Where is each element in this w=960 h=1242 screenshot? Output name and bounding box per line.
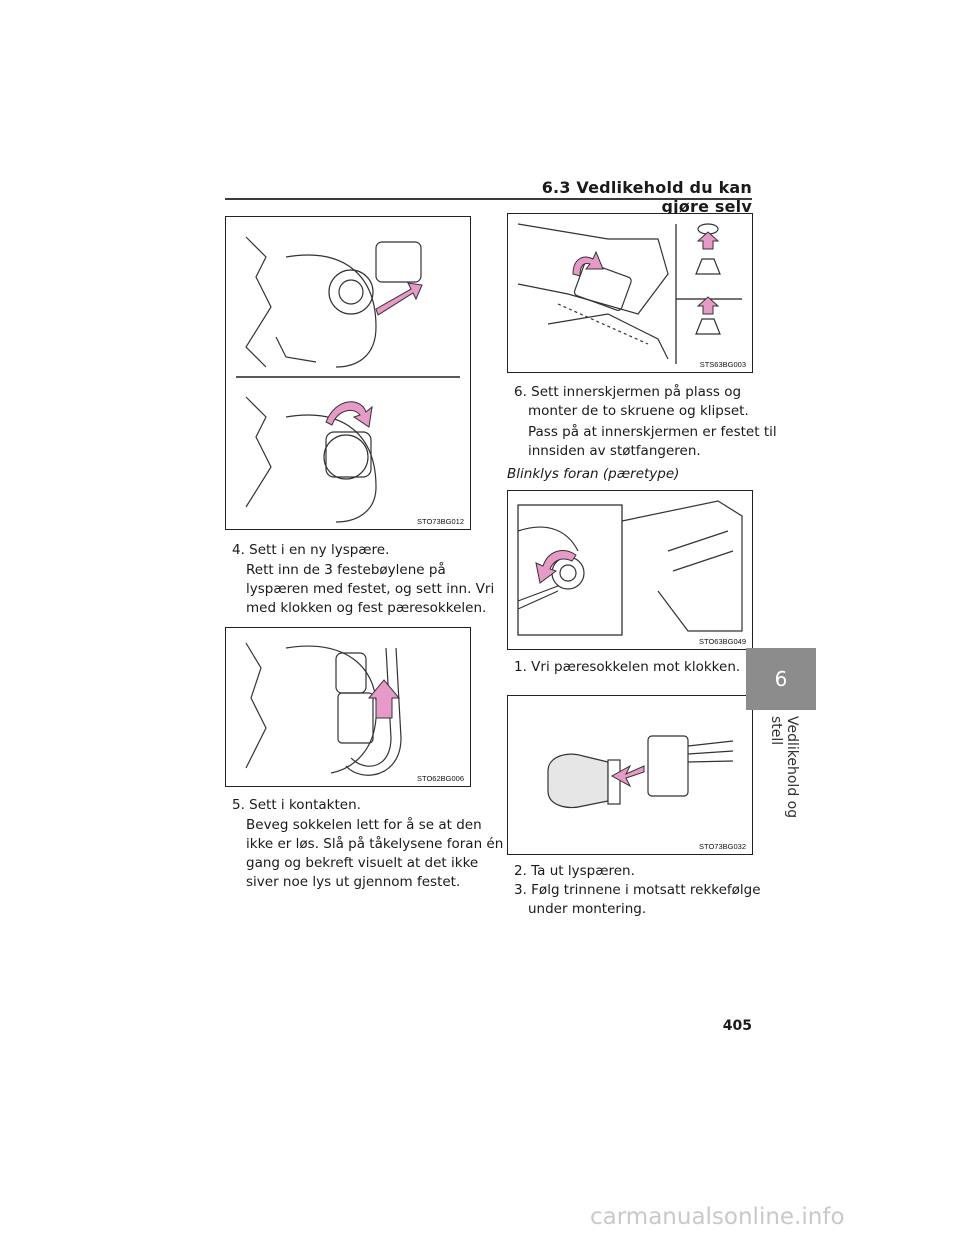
page-number: 405 — [722, 1018, 752, 1034]
arrow-left-icon — [610, 764, 645, 788]
step-6-label-line-1: 6. Sett innerskjermen på plass og — [514, 384, 742, 400]
figure-fog-bulb-install: STO73BG012 — [225, 216, 471, 530]
step-6-label-line-2: monter de to skruene og klipset. — [528, 403, 749, 419]
step-4-line-2: lyspæren med festet, og sett inn. Vri — [246, 581, 495, 597]
section-header: 6.3 Vedlikehold du kan gjøre selv — [541, 178, 752, 216]
figure-code: STO73BG032 — [699, 842, 746, 851]
header-rule — [225, 198, 752, 200]
step-3-label-line-2: under montering. — [528, 901, 647, 917]
arrow-up-icon — [367, 679, 401, 719]
figure-code: STO63BG049 — [699, 637, 746, 646]
figure-code: STO62BG006 — [417, 774, 464, 783]
chapter-title-vertical: Vedlikehold og stell — [768, 716, 800, 819]
step-2-label: 2. Ta ut lyspæren. — [514, 863, 635, 879]
step-4-line-1: Rett inn de 3 festebøylene på — [246, 562, 446, 578]
arrow-up-icon — [696, 296, 720, 315]
step-5-line-3: gang og bekreft visuelt at det ikke — [246, 855, 479, 871]
illustration-turn-signal — [517, 500, 743, 636]
arrow-push-icon — [375, 282, 423, 316]
figure-code: STS63BG003 — [699, 360, 746, 369]
figure-inner-fender: STS63BG003 — [507, 213, 753, 373]
step-4-label: 4. Sett i en ny lyspære. — [232, 542, 390, 558]
figure-connector: STO62BG006 — [225, 627, 471, 787]
figure-turn-signal: STO63BG049 — [507, 490, 753, 650]
illustration-bulb-install — [236, 236, 460, 523]
figure-code: STO73BG012 — [417, 517, 464, 526]
step-1-label: 1. Vri pæresokkelen mot klokken. — [514, 659, 741, 675]
illustration-inner-fender — [517, 223, 742, 364]
arrow-up-icon — [696, 231, 720, 250]
step-6-line-1: Pass på at innerskjermen er festet til — [528, 424, 777, 440]
step-5-line-1: Beveg sokkelen lett for å se at den — [246, 817, 482, 833]
step-6-line-2: innsiden av støtfangeren. — [528, 443, 701, 459]
arrow-rotate-icon — [535, 550, 577, 584]
arrow-rotate-icon — [325, 401, 373, 428]
chapter-tab[interactable]: 6 — [746, 648, 816, 710]
arrow-curve-icon — [572, 250, 604, 277]
illustration-connector — [245, 642, 402, 776]
step-3-label-line-1: 3. Følg trinnene i motsatt rekkefølge — [514, 882, 761, 898]
step-5-label: 5. Sett i kontakten. — [232, 797, 361, 813]
step-5-line-2: ikke er løs. Slå på tåkelysene foran én — [246, 836, 504, 852]
watermark: carmanualsonline.info — [590, 1204, 845, 1230]
figure-bulb-removal: STO73BG032 — [507, 695, 753, 855]
illustration-bulb-removal — [547, 735, 734, 809]
step-4-line-3: med klokken og fest pæresokkelen. — [246, 600, 487, 616]
step-5-line-4: siver noe lys ut gjennom festet. — [246, 874, 461, 890]
subheading: Blinklys foran (pæretype) — [507, 466, 680, 482]
